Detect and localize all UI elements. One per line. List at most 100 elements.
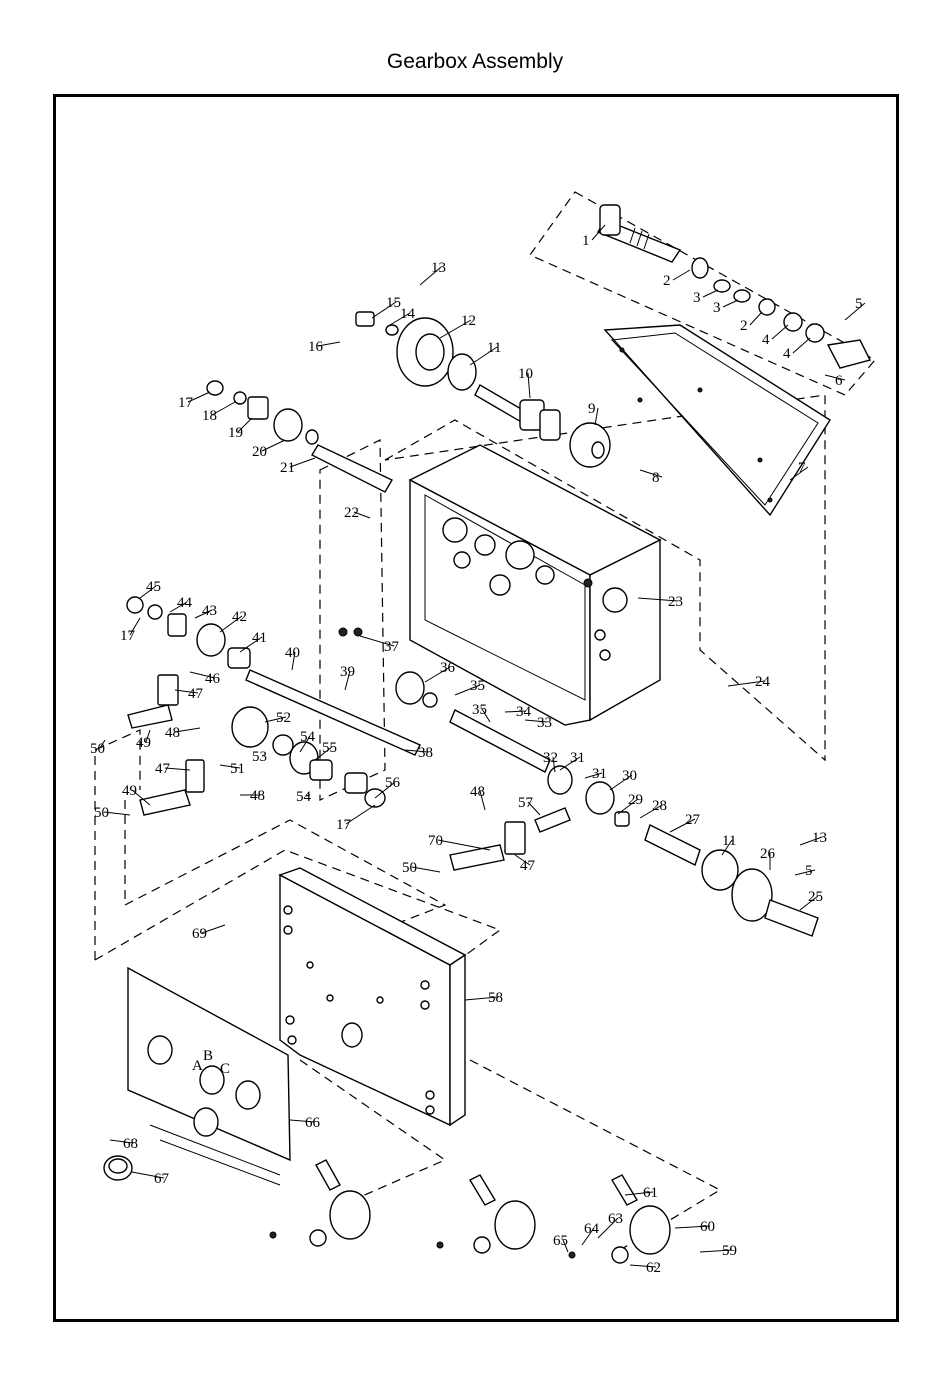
callout-number: 49 xyxy=(122,783,137,799)
callout-67: 67 xyxy=(132,1171,170,1187)
callout-37: 37 xyxy=(360,636,400,655)
callout-number: 51 xyxy=(230,761,245,777)
callout-number: 62 xyxy=(646,1260,661,1276)
leader-line xyxy=(772,325,788,339)
callout-number: 34 xyxy=(516,704,532,720)
callout-number: 35 xyxy=(472,702,487,718)
callout-number: 48 xyxy=(165,725,180,741)
ball-detent xyxy=(339,628,347,636)
gearbox-housing xyxy=(410,445,660,725)
callout-60: 60 xyxy=(675,1219,715,1235)
callout-number: 17 xyxy=(120,628,136,644)
callout-21: 21 xyxy=(280,458,315,476)
callout-44: 44 xyxy=(170,595,193,612)
callout-46: 46 xyxy=(190,671,221,687)
callout-number: 61 xyxy=(643,1185,658,1201)
callout-number: 5 xyxy=(805,863,813,879)
leader-line xyxy=(673,270,690,280)
callout-66: 66 xyxy=(290,1115,321,1131)
callout-number: 1 xyxy=(582,233,590,249)
callout-number: 36 xyxy=(440,660,456,676)
plate-hole-label-a: A xyxy=(192,1058,203,1074)
leader-line xyxy=(793,338,810,353)
callout-68: 68 xyxy=(110,1136,138,1152)
callout-number: 26 xyxy=(760,846,776,862)
plug-knob xyxy=(104,1156,132,1180)
callout-4: 4 xyxy=(783,338,810,362)
callout-8: 8 xyxy=(640,470,662,486)
callout-number: 58 xyxy=(488,990,503,1006)
callout-9: 9 xyxy=(588,401,598,425)
callout-18: 18 xyxy=(202,402,235,424)
callout-29: 29 xyxy=(618,792,643,814)
callout-35: 35 xyxy=(472,702,490,722)
callout-47: 47 xyxy=(515,855,536,874)
callout-15: 15 xyxy=(372,295,401,318)
callout-number: 17 xyxy=(336,817,352,833)
callout-20: 20 xyxy=(252,440,285,460)
callout-40: 40 xyxy=(285,645,300,670)
callout-number: 32 xyxy=(543,750,558,766)
callout-number: 48 xyxy=(470,784,485,800)
callout-number: 35 xyxy=(470,678,485,694)
callout-number: 5 xyxy=(855,296,863,312)
callout-number: 49 xyxy=(136,735,151,751)
callout-number: 55 xyxy=(322,740,337,756)
callout-number: 37 xyxy=(384,639,400,655)
lower-shaft-group-outline xyxy=(95,730,140,960)
callout-number: 53 xyxy=(252,749,267,765)
callout-16: 16 xyxy=(308,339,340,355)
callout-2: 2 xyxy=(740,312,762,334)
callout-number: 44 xyxy=(177,595,193,611)
callout-11: 11 xyxy=(722,833,736,855)
callout-48: 48 xyxy=(165,725,200,741)
selector-knob-middle xyxy=(437,1175,535,1253)
callout-number: 47 xyxy=(188,686,204,702)
callout-number: 11 xyxy=(487,340,501,356)
callout-number: 47 xyxy=(155,761,171,777)
callout-number: 16 xyxy=(308,339,324,355)
ball-detent-2 xyxy=(354,628,362,636)
callout-55: 55 xyxy=(315,740,337,760)
callout-number: 31 xyxy=(592,766,607,782)
callout-number: 40 xyxy=(285,645,300,661)
callout-62: 62 xyxy=(630,1260,661,1276)
callout-10: 10 xyxy=(518,366,533,398)
callout-17: 17 xyxy=(336,805,375,833)
callout-17: 17 xyxy=(120,618,140,644)
callout-number: 64 xyxy=(584,1221,600,1237)
callout-number: 69 xyxy=(192,926,207,942)
callout-number: 31 xyxy=(570,750,585,766)
side-cover-plate xyxy=(605,325,830,515)
callout-number: 43 xyxy=(202,603,217,619)
callout-63: 63 xyxy=(598,1211,623,1238)
callout-5: 5 xyxy=(845,296,865,320)
callout-number: 11 xyxy=(722,833,736,849)
callout-number: 41 xyxy=(252,630,267,646)
callout-4: 4 xyxy=(762,325,788,348)
callout-number: 39 xyxy=(340,664,355,680)
callout-number: 54 xyxy=(300,729,316,745)
callout-45: 45 xyxy=(140,579,161,598)
callout-number: 63 xyxy=(608,1211,623,1227)
callout-number: 45 xyxy=(146,579,161,595)
callout-53: 53 xyxy=(252,749,267,765)
callout-number: 50 xyxy=(402,860,417,876)
callout-28: 28 xyxy=(640,798,667,818)
callout-64: 64 xyxy=(582,1221,600,1245)
callout-49: 49 xyxy=(136,730,151,751)
callout-number: 38 xyxy=(418,745,433,761)
callout-number: 20 xyxy=(252,444,267,460)
callout-number: 66 xyxy=(305,1115,321,1131)
callout-number: 19 xyxy=(228,425,243,441)
leader-line xyxy=(703,290,718,297)
callout-number: 47 xyxy=(520,858,536,874)
callout-1: 1 xyxy=(582,225,605,249)
callout-27: 27 xyxy=(670,812,701,832)
callout-11: 11 xyxy=(470,340,501,365)
callout-26: 26 xyxy=(760,846,776,870)
callout-number: 54 xyxy=(296,789,312,805)
callout-69: 69 xyxy=(192,925,225,942)
callout-47: 47 xyxy=(155,761,190,777)
